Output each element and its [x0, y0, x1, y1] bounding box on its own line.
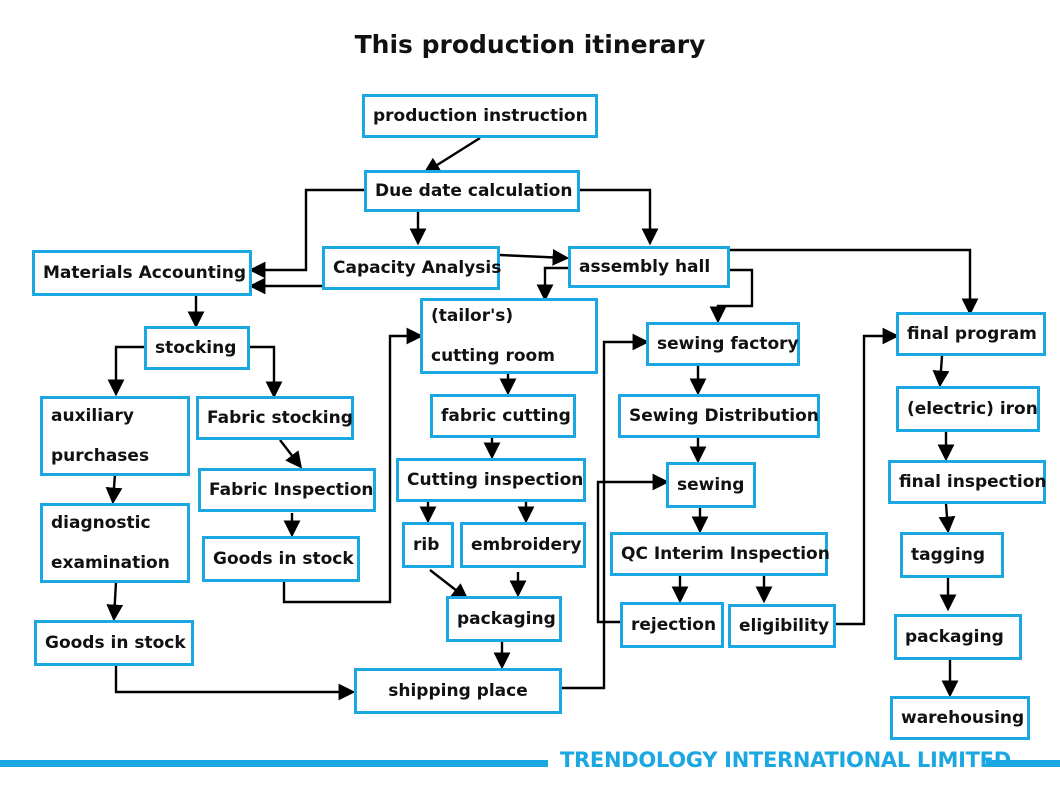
- arrow-stocking-to-fabricstock: [250, 345, 283, 399]
- node-rejection: rejection: [620, 602, 724, 648]
- node-cutting-room: (tailor's) cutting room: [420, 298, 598, 374]
- arrow-assembly-to-sewing-factory: [709, 268, 754, 324]
- arrow-diagnostic-to-goodsleft: [106, 581, 124, 622]
- arrow-goodsleft-to-shipping: [114, 664, 356, 701]
- node-final-inspection: final inspection: [888, 460, 1046, 504]
- arrow-assembly-to-final: [730, 248, 979, 316]
- arrow-eligibility-to-final: [836, 327, 900, 626]
- arrow-fabstock-to-fabinsp: [279, 439, 303, 469]
- brand-name: TRENDOLOGY INTERNATIONAL LIMITED: [560, 748, 1011, 772]
- node-auxiliary-purchases: auxiliary purchases: [40, 396, 190, 476]
- footer-bar-left: [0, 760, 548, 767]
- node-electric-iron: (electric) iron: [896, 386, 1040, 432]
- node-embroidery: embroidery: [460, 522, 586, 568]
- node-eligibility: eligibility: [728, 604, 836, 648]
- node-stocking: stocking: [144, 326, 250, 370]
- arrow-auxiliary-to-diagnostic: [105, 473, 123, 505]
- node-goods-in-stock-middle: Goods in stock: [202, 536, 360, 582]
- node-fabric-stocking: Fabric stocking: [196, 396, 354, 440]
- node-cutting-inspection: Cutting inspection: [396, 458, 586, 502]
- arrow-shipping-to-sewingfactory: [562, 333, 650, 690]
- arrow-assembly-to-cutting: [536, 266, 570, 302]
- node-capacity-analysis: Capacity Analysis: [322, 246, 501, 290]
- node-packaging-middle: packaging: [446, 596, 562, 642]
- node-rib: rib: [402, 522, 454, 568]
- arrow-instruction-to-duedate: [423, 136, 481, 174]
- node-qc-interim-inspection: QC Interim Inspection: [610, 532, 830, 576]
- node-final-program: final program: [896, 312, 1046, 356]
- arrow-rib-to-packaging: [429, 569, 469, 601]
- node-fabric-inspection: Fabric Inspection: [198, 468, 376, 512]
- node-diagnostic-examination: diagnostic examination: [40, 503, 190, 583]
- node-sewing-factory: sewing factory: [646, 322, 800, 366]
- diagram-title: This production itinerary: [354, 30, 706, 59]
- node-tagging: tagging: [900, 532, 1004, 578]
- node-packaging-right: packaging: [894, 614, 1022, 660]
- arrow-duedate-to-materials: [248, 188, 364, 279]
- footer-bar-right: [986, 760, 1060, 767]
- node-warehousing: warehousing: [890, 696, 1030, 740]
- arrow-goodsmid-to-cutting: [282, 327, 424, 604]
- node-materials-accounting: Materials Accounting: [32, 250, 252, 296]
- arrow-rejection-to-sewing: [596, 473, 670, 624]
- node-goods-in-stock-left: Goods in stock: [34, 620, 194, 666]
- arrow-finalinsp-to-tagging: [938, 503, 956, 534]
- arrow-capacity-to-assembly: [499, 248, 570, 266]
- arrow-final-to-iron: [932, 355, 950, 388]
- node-sewing-distribution: Sewing Distribution: [618, 394, 820, 438]
- node-fabric-cutting: fabric cutting: [430, 394, 576, 438]
- node-production-instruction: production instruction: [362, 94, 598, 138]
- node-due-date-calculation: Due date calculation: [364, 170, 580, 212]
- arrow-stocking-to-auxiliary: [107, 345, 146, 397]
- node-shipping-place: shipping place: [354, 668, 562, 714]
- node-sewing: sewing: [666, 462, 756, 508]
- arrow-duedate-to-assembly: [580, 188, 659, 246]
- node-assembly-hall: assembly hall: [568, 246, 730, 288]
